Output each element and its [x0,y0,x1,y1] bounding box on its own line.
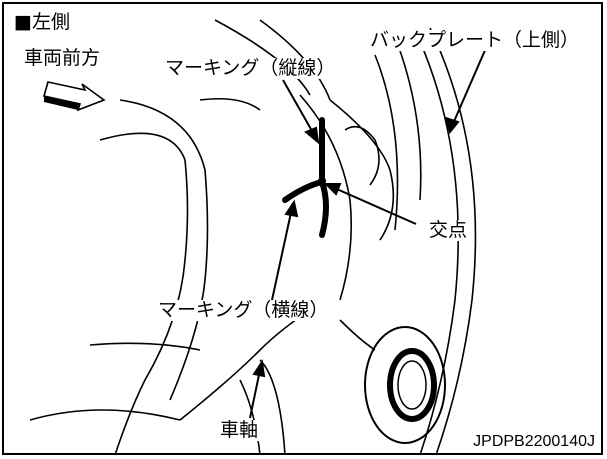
marking-lines [282,117,329,238]
axle-label: 車軸 [218,419,261,441]
intersection-label: 交点 [427,219,470,241]
figure-frame [2,2,603,455]
vehicle-front-label: 車両前方 [22,47,103,69]
leader-vertical-marking [282,79,317,139]
vehicle-front-arrow [42,81,106,112]
leader-intersection [329,185,417,225]
marking-vertical-label: マーキング（縦線） [163,57,338,79]
outline-lines [29,19,477,456]
marking-horizontal-label: マーキング（横線） [156,299,331,321]
marking-horizontal-line-left [282,179,325,203]
side-label: ■左側 [12,11,72,33]
backing-plate-label: バックプレート（上側） [368,29,582,51]
leader-horizontal-marking [271,207,293,301]
figure-code: JPDPB2200140J [473,433,595,450]
leader-arrows [249,47,487,419]
hub-drawing [364,326,446,444]
leader-axle [249,369,261,419]
leader-backing-plate [451,47,487,127]
marking-horizontal-line-right [319,179,329,238]
